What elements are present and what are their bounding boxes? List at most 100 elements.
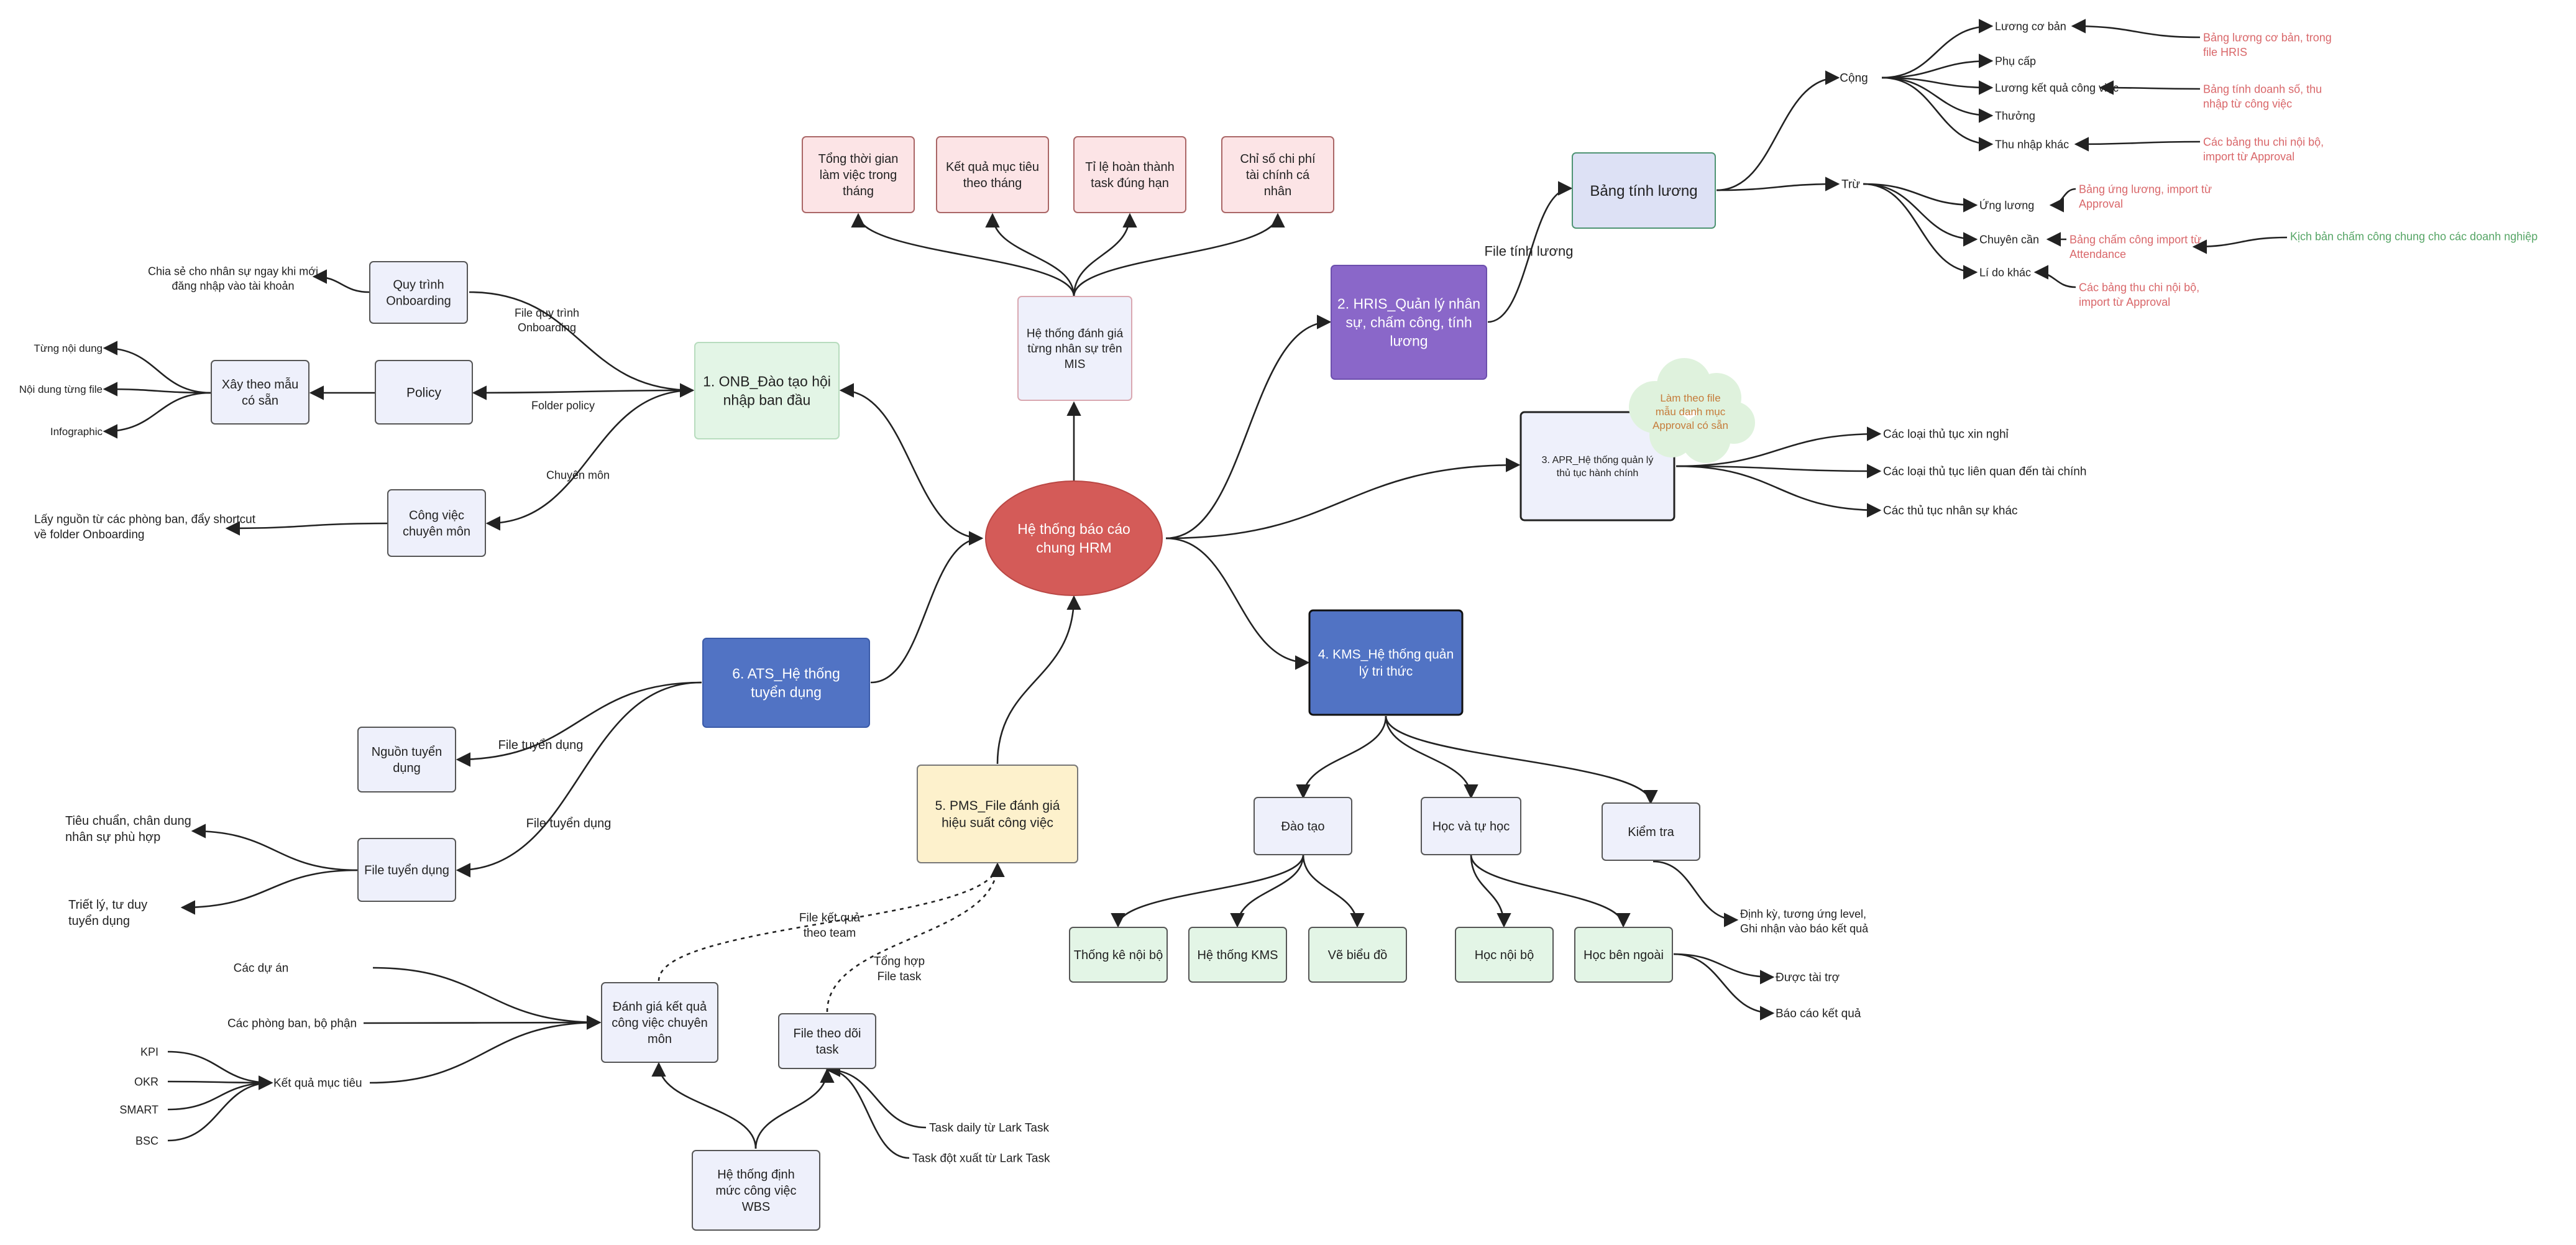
edge-mis-metric [851,213,1075,297]
goal-result-node: Kết quả mục tiêu [273,1077,362,1090]
edge-training-item [1230,854,1304,928]
kms-training-node-label: Đào tạo [1281,820,1324,834]
edge-center-apr [1165,457,1521,540]
apr-item: Các loại thủ tục xin nghỉ [1883,428,2009,441]
kms-learning-external-label: Học bên ngoài [1584,949,1664,962]
edge-payroll-minus [1716,177,1840,191]
edge-ats-center [870,531,984,684]
plus-item: Thu nhập khác [1995,138,2069,150]
apr-item: Các loại thủ tục liên quan đến tài chính [1883,466,2086,479]
edge-onboarding-note [312,269,370,293]
edge-minus-item [1863,183,1978,247]
kms-learning-internal[interactable]: Học nội bộ [1455,927,1554,983]
kms-training-item[interactable]: Vẽ biểu đồ [1308,927,1407,983]
plus-item: Lương cơ bản [1995,20,2066,32]
kms-training-item-label: Thống kê nội bộ [1074,949,1163,962]
onb-edge-label: Chuyên môn [546,469,610,481]
minus-node: Trừ [1841,178,1860,191]
edge-kms-group [1296,715,1387,799]
kms-learning-external[interactable]: Học bên ngoài [1574,927,1673,983]
task-source: Task đột xuất từ Lark Task [912,1152,1050,1165]
payroll-source-note: Các bảng thu chi nội bộ,import từ Approv… [2203,136,2324,163]
policy-node[interactable]: Policy [375,360,473,425]
external-item: Báo cáo kết quả [1776,1008,1861,1021]
edge-center-hris [1165,315,1332,540]
kms-learning-node-label: Học và tự học [1432,820,1510,834]
edge-minus-item [1863,183,1978,280]
payroll-node[interactable]: Bảng tính lương [1572,152,1716,229]
minus-item: Chuyên cần [1979,233,2039,246]
kms-learning-node[interactable]: Học và tự học [1421,797,1521,855]
kms-training-item[interactable]: Thống kê nội bộ [1069,927,1168,983]
edge-mis-metric [985,213,1075,297]
ats-file-node[interactable]: File tuyển dụng [357,838,456,902]
kms-test-node[interactable]: Kiểm tra [1602,802,1700,861]
edge-tracking-pms [826,862,1005,1013]
edge-goal-method [167,1075,273,1090]
edge-external-item [1673,953,1775,1021]
edge-onb-onboarding [469,291,695,398]
edge-goal-method [167,1075,273,1111]
edge-source-item [2099,80,2201,95]
template-item: Nội dung từng file [19,384,103,395]
attendance-note: Kịch bản chấm công chung cho các doanh n… [2290,230,2537,242]
edge-center-kms [1165,537,1310,670]
edge-source-item [2071,19,2201,39]
edge-apr-item [1675,464,1882,479]
edge-apr-item [1675,465,1882,518]
edge-training-item [1111,854,1304,928]
edge-eval-input [363,1015,602,1030]
kms-learning-internal-label: Học nội bộ [1475,949,1534,962]
expertise-note: Lấy nguồn từ các phòng ban, đẩy shortcut… [34,513,256,541]
goal-method: BSC [135,1134,158,1147]
edge-apr-item [1675,426,1882,467]
kms-training-node[interactable]: Đào tạo [1254,797,1352,855]
edge-learning-item [1470,854,1631,928]
eval-input: Các dự án [234,962,289,975]
edge-hris-payroll [1487,181,1573,323]
edge-attendance-note [2192,236,2288,254]
edge-eval-pms [658,862,1005,981]
payroll-node-label: Bảng tính lương [1590,183,1697,200]
edge-learning-item [1470,854,1511,928]
onb-edge-label: Folder policy [531,399,595,411]
kms-training-item[interactable]: Hệ thống KMS [1188,927,1287,983]
edge-plus-item [1881,76,1994,152]
ats-file-node-label: File tuyển dụng [364,864,449,878]
edge-minus-item [1863,183,1978,213]
edge-center-onb [839,383,983,540]
kms-training-item-label: Hệ thống KMS [1197,949,1278,962]
edge-source-item [2074,137,2201,152]
ats-edge-label: File tuyển dụng [526,817,612,830]
edge-ats-note [191,824,359,871]
